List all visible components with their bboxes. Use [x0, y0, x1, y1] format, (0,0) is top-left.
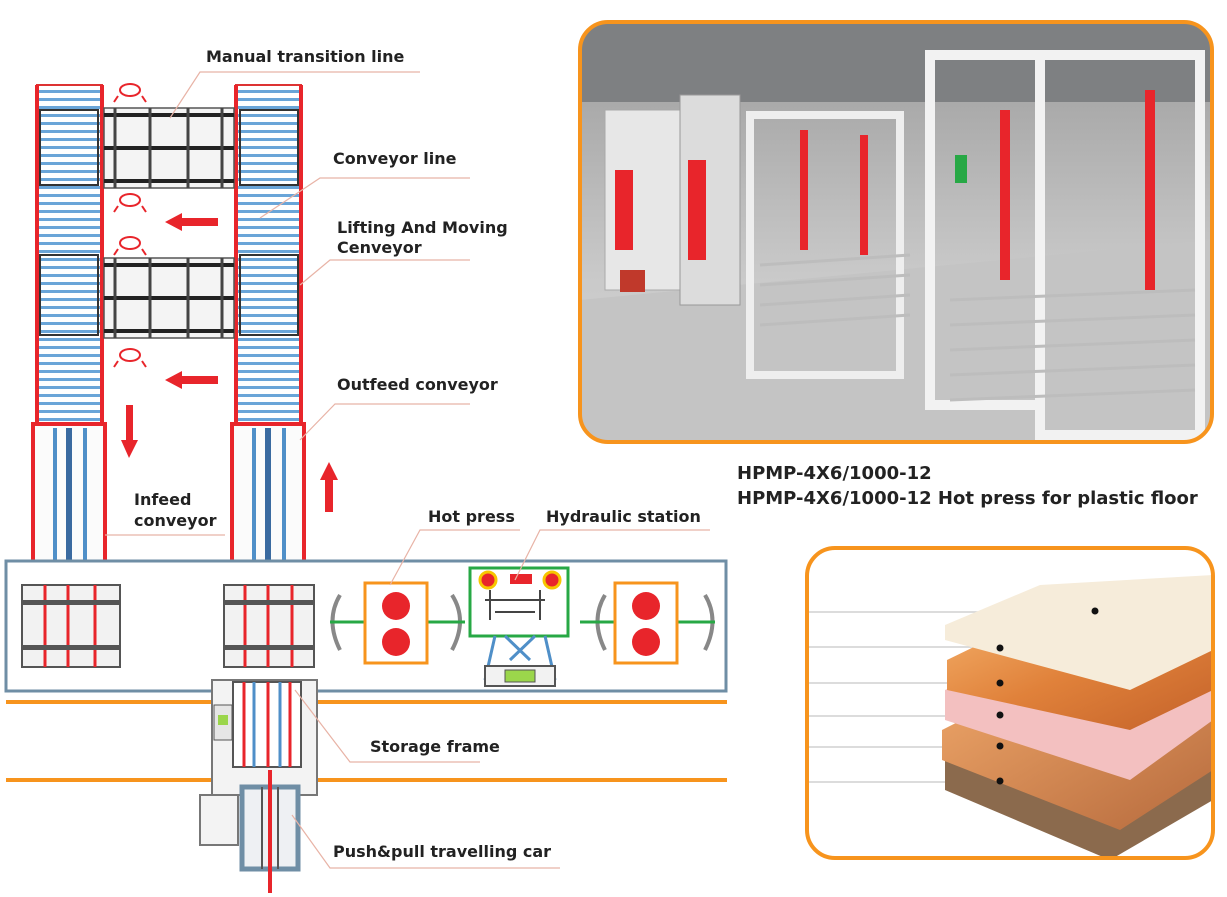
label-conveyor-line: Conveyor line — [333, 149, 457, 168]
floor-top-coat — [945, 575, 1213, 690]
label-lifting-moving-1: Lifting And Moving — [337, 218, 508, 237]
label-storage-frame: Storage frame — [370, 737, 500, 756]
unloader-right — [223, 584, 315, 668]
label-hot-press: Hot press — [428, 507, 515, 526]
label-outfeed-conveyor: Outfeed conveyor — [337, 375, 498, 394]
manual-transition-line-bottom — [103, 257, 235, 339]
manual-transition-line-top — [103, 107, 235, 189]
floor-layer-illustration — [805, 546, 1215, 860]
label-manual-transition-line: Manual transition line — [206, 47, 405, 66]
factory-photo — [578, 20, 1214, 444]
arrow-left-icon — [165, 213, 218, 231]
arrow-up-icon — [320, 462, 338, 512]
hydraulic-station — [468, 566, 570, 687]
arrow-down-icon — [121, 405, 138, 458]
rotation-icon — [113, 83, 147, 368]
layout-diagram: Manual transition line Conveyor line Lif… — [4, 47, 728, 893]
hot-press-unit-2 — [580, 581, 715, 665]
outfeed-conveyor — [230, 422, 306, 581]
label-infeed-1: Infeed — [134, 490, 191, 509]
infeed-conveyor — [31, 422, 107, 581]
loader-left — [21, 584, 121, 668]
label-infeed-2: conveyor — [134, 511, 217, 530]
label-push-pull-car: Push&pull travelling car — [333, 842, 551, 861]
hot-press-unit-1 — [330, 581, 465, 665]
arrow-left-icon — [165, 371, 218, 389]
model-description: HPMP-4X6/1000-12 Hot press for plastic f… — [737, 488, 1198, 509]
label-lifting-moving-2: Cenveyor — [337, 238, 422, 257]
push-pull-travelling-car — [199, 770, 301, 893]
model-number: HPMP-4X6/1000-12 — [737, 463, 932, 484]
storage-frame — [211, 679, 318, 796]
label-hydraulic-station: Hydraulic station — [546, 507, 701, 526]
